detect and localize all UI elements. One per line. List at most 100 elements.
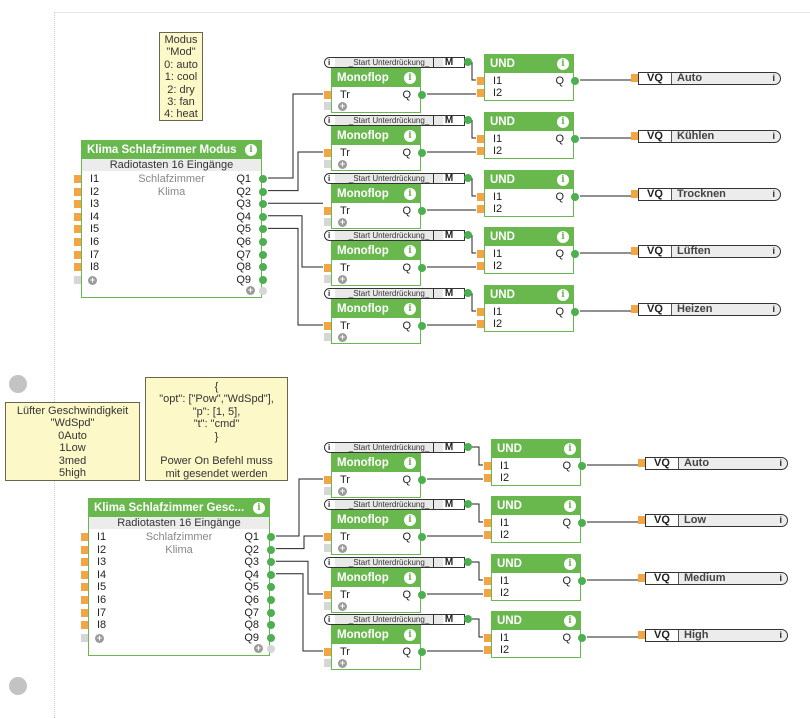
- trigger-input-pin[interactable]: [324, 207, 331, 215]
- add-input-icon[interactable]: +: [338, 601, 347, 611]
- input-pin[interactable]: [477, 147, 484, 155]
- start-suppression-param[interactable]: i_Start Unterdrückung_M: [324, 614, 465, 625]
- info-icon[interactable]: i: [404, 457, 416, 469]
- m-output-pin[interactable]: [464, 615, 472, 623]
- output-pin[interactable]: [259, 250, 267, 259]
- input-pin[interactable]: [484, 634, 491, 642]
- info-icon[interactable]: i: [245, 144, 257, 156]
- output-pin[interactable]: [418, 207, 426, 215]
- output-pin[interactable]: [418, 264, 426, 272]
- start-suppression-param[interactable]: i_Start Unterdrückung_M: [324, 288, 465, 299]
- info-icon[interactable]: i: [328, 174, 331, 183]
- info-icon[interactable]: i: [564, 500, 576, 512]
- input-pin[interactable]: [74, 200, 81, 209]
- input-pin[interactable]: [484, 474, 491, 482]
- output-pin[interactable]: [267, 545, 275, 554]
- m-output-pin[interactable]: [464, 558, 472, 566]
- info-icon[interactable]: i: [328, 289, 331, 298]
- info-icon[interactable]: i: [557, 58, 569, 70]
- info-icon[interactable]: i: [404, 303, 416, 315]
- input-pin[interactable]: [477, 89, 484, 97]
- add-input-icon[interactable]: +: [88, 274, 97, 285]
- input-pin[interactable]: [74, 263, 81, 272]
- input-pin-empty[interactable]: [324, 659, 331, 667]
- vq-input-pin[interactable]: [638, 631, 645, 639]
- start-suppression-param[interactable]: i_Start Unterdrückung_M: [324, 115, 465, 126]
- input-pin[interactable]: [477, 77, 484, 85]
- output-pin[interactable]: [418, 648, 426, 656]
- output-pin[interactable]: [259, 200, 267, 209]
- input-pin[interactable]: [74, 225, 81, 234]
- output-pin[interactable]: [259, 238, 267, 246]
- input-pin[interactable]: [477, 308, 484, 316]
- info-icon[interactable]: i: [404, 130, 416, 142]
- input-pin[interactable]: [477, 135, 484, 143]
- input-pin[interactable]: [74, 175, 81, 183]
- input-pin[interactable]: [74, 238, 81, 246]
- vq-input-pin[interactable]: [631, 190, 638, 198]
- input-pin-empty[interactable]: [324, 275, 331, 283]
- output-pin[interactable]: [267, 596, 275, 604]
- output-pin[interactable]: [267, 633, 275, 642]
- input-pin[interactable]: [81, 570, 88, 579]
- input-pin-empty[interactable]: [324, 487, 331, 495]
- output-pin[interactable]: [571, 77, 579, 85]
- input-pin[interactable]: [484, 462, 491, 470]
- info-icon[interactable]: i: [779, 458, 782, 468]
- info-icon[interactable]: i: [328, 443, 331, 452]
- input-pin[interactable]: [81, 583, 88, 592]
- vq-input-pin[interactable]: [638, 459, 645, 467]
- output-pin[interactable]: [418, 533, 426, 541]
- info-icon[interactable]: i: [779, 515, 782, 525]
- output-pin[interactable]: [571, 308, 579, 316]
- m-output-pin[interactable]: [464, 58, 472, 66]
- trigger-input-pin[interactable]: [324, 533, 331, 541]
- info-icon[interactable]: i: [564, 615, 576, 627]
- start-suppression-param[interactable]: i_Start Unterdrückung_M: [324, 499, 465, 510]
- input-pin[interactable]: [74, 187, 81, 196]
- output-pin[interactable]: [267, 621, 275, 630]
- add-input-icon[interactable]: +: [338, 159, 347, 169]
- m-output-pin[interactable]: [464, 116, 472, 124]
- m-output-pin[interactable]: [464, 500, 472, 508]
- input-pin-empty[interactable]: [324, 218, 331, 226]
- output-pin[interactable]: [418, 476, 426, 484]
- input-pin[interactable]: [81, 608, 88, 617]
- output-pin[interactable]: [267, 533, 275, 541]
- input-pin[interactable]: [477, 193, 484, 201]
- info-icon[interactable]: i: [328, 116, 331, 125]
- start-suppression-param[interactable]: i_Start Unterdrückung_M: [324, 230, 465, 241]
- m-output-pin[interactable]: [464, 231, 472, 239]
- vq-input-pin[interactable]: [631, 74, 638, 82]
- info-icon[interactable]: i: [404, 188, 416, 200]
- input-pin[interactable]: [477, 205, 484, 213]
- info-icon[interactable]: i: [772, 304, 775, 314]
- m-output-pin[interactable]: [464, 174, 472, 182]
- trigger-input-pin[interactable]: [324, 591, 331, 599]
- output-pin[interactable]: [578, 577, 586, 585]
- input-pin[interactable]: [484, 577, 491, 585]
- output-pin[interactable]: [418, 591, 426, 599]
- output-pin[interactable]: [267, 583, 275, 592]
- info-icon[interactable]: i: [557, 289, 569, 301]
- output-pin[interactable]: [259, 175, 267, 183]
- info-icon[interactable]: i: [772, 131, 775, 141]
- info-icon[interactable]: i: [328, 615, 331, 624]
- add-input-icon[interactable]: +: [95, 632, 104, 643]
- info-icon[interactable]: i: [779, 630, 782, 640]
- input-pin-empty[interactable]: [324, 602, 331, 610]
